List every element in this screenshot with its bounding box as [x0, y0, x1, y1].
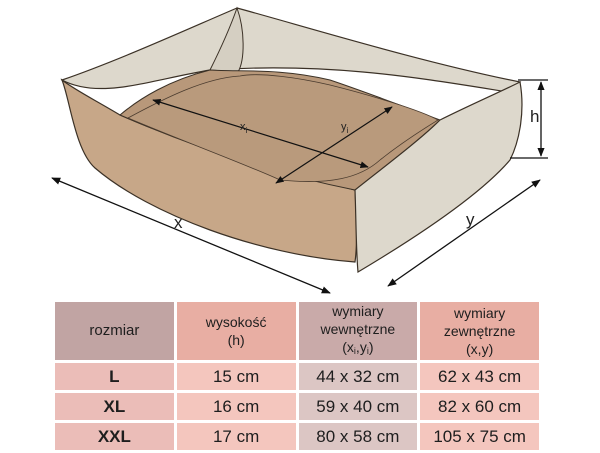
- size-cell: XXL: [55, 423, 174, 450]
- header-height-line2: (h): [227, 332, 245, 348]
- table-row: XL 16 cm 59 x 40 cm 82 x 60 cm: [55, 393, 539, 420]
- size-cell: L: [55, 363, 174, 390]
- height-cell: 15 cm: [176, 363, 296, 390]
- header-size: rozmiar: [55, 302, 174, 360]
- dim-h-label: h: [530, 107, 539, 126]
- header-inner-line1: wymiary wewnętrzne: [320, 303, 396, 337]
- header-height-line1: wysokość: [205, 314, 267, 330]
- dim-yi-label: yi: [341, 121, 349, 135]
- table-header-row: rozmiar wysokość (h) wymiary wewnętrzne …: [55, 302, 539, 360]
- size-table: rozmiar wysokość (h) wymiary wewnętrzne …: [52, 299, 542, 453]
- dim-y-label: y: [466, 210, 475, 229]
- outer-cell: 82 x 60 cm: [420, 393, 539, 420]
- header-inner-line2: (xi,yi): [342, 339, 374, 356]
- header-outer-line1: wymiary zewnętrzne: [443, 305, 516, 339]
- inner-cell: 44 x 32 cm: [298, 363, 418, 390]
- inner-cell: 59 x 40 cm: [298, 393, 418, 420]
- header-inner-dimensions: wymiary wewnętrzne (xi,yi): [298, 302, 418, 360]
- dim-xi-label: xi: [240, 121, 248, 135]
- size-cell: XL: [55, 393, 174, 420]
- dim-y-arrow: [387, 179, 541, 287]
- table-row: XXL 17 cm 80 x 58 cm 105 x 75 cm: [55, 423, 539, 450]
- outer-cell: 62 x 43 cm: [420, 363, 539, 390]
- dim-yi-arrow: [275, 106, 393, 184]
- header-height: wysokość (h): [176, 302, 296, 360]
- header-outer-dimensions: wymiary zewnętrzne (x,y): [420, 302, 539, 360]
- header-outer-line2: (x,y): [466, 341, 494, 357]
- dim-x-arrow: [51, 177, 331, 294]
- outer-cell: 105 x 75 cm: [420, 423, 539, 450]
- bed-diagram: h x y xi yi: [51, 6, 548, 294]
- dim-x-label: x: [174, 213, 183, 232]
- height-cell: 16 cm: [176, 393, 296, 420]
- height-cell: 17 cm: [176, 423, 296, 450]
- inner-cell: 80 x 58 cm: [298, 423, 418, 450]
- table-row: L 15 cm 44 x 32 cm 62 x 43 cm: [55, 363, 539, 390]
